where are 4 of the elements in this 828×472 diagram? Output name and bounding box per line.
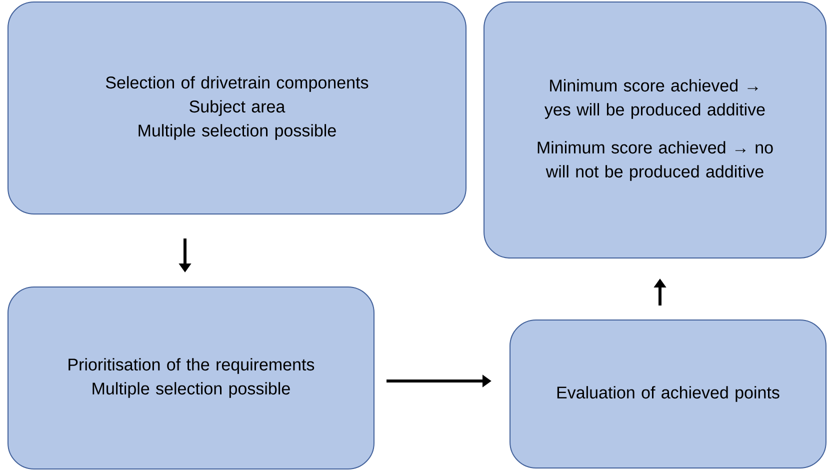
process-box: Evaluation of achieved points bbox=[510, 320, 826, 468]
process-box: Prioritisation of the requirements Multiple selection possible bbox=[8, 286, 374, 470]
process-box: Minimum score achieved → yes will be produced additive Minimum score achieved → no will not be produced additive bbox=[484, 2, 826, 258]
process-box: Selection of drivetrain components Subject area Multiple selection possible bbox=[8, 2, 466, 214]
